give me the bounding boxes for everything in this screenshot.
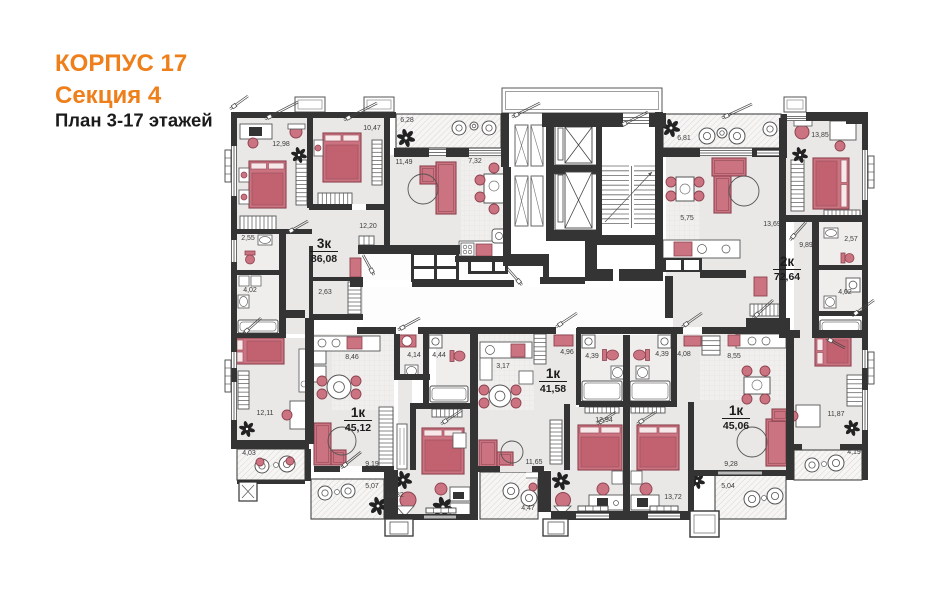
svg-text:9,28: 9,28	[724, 461, 738, 468]
svg-text:11,49: 11,49	[396, 159, 413, 166]
svg-text:13,82: 13,82	[386, 492, 404, 499]
svg-text:4,44: 4,44	[432, 352, 446, 359]
svg-text:12,20: 12,20	[359, 223, 377, 230]
svg-text:6,28: 6,28	[400, 117, 414, 124]
svg-text:4,02: 4,02	[243, 287, 257, 294]
svg-text:13,72: 13,72	[664, 494, 682, 501]
svg-text:5,07: 5,07	[365, 483, 379, 490]
svg-text:13,85: 13,85	[811, 132, 829, 139]
svg-text:10,47: 10,47	[363, 125, 381, 132]
svg-text:3к: 3к	[317, 236, 332, 251]
svg-text:11,87: 11,87	[828, 411, 845, 418]
svg-text:9,19: 9,19	[365, 461, 379, 468]
svg-text:3,17: 3,17	[496, 363, 510, 370]
svg-text:4,14: 4,14	[407, 352, 421, 359]
svg-text:12,94: 12,94	[595, 417, 613, 424]
svg-text:7,32: 7,32	[468, 158, 482, 165]
svg-text:13,69: 13,69	[763, 221, 781, 228]
svg-text:6,81: 6,81	[677, 135, 691, 142]
svg-text:4,96: 4,96	[560, 349, 574, 356]
svg-text:2,63: 2,63	[318, 289, 332, 296]
svg-text:2,57: 2,57	[844, 236, 858, 243]
svg-text:1к: 1к	[729, 403, 744, 418]
svg-text:4,02: 4,02	[838, 289, 852, 296]
svg-text:8,55: 8,55	[727, 353, 741, 360]
svg-text:5,04: 5,04	[721, 483, 735, 490]
svg-text:План 3-17 этажей: План 3-17 этажей	[55, 110, 213, 131]
svg-text:12,98: 12,98	[272, 141, 290, 148]
svg-text:1к: 1к	[351, 405, 366, 420]
svg-text:11,65: 11,65	[526, 459, 543, 466]
svg-text:4,19: 4,19	[847, 449, 861, 456]
svg-text:4,39: 4,39	[655, 351, 669, 358]
svg-text:Секция 4: Секция 4	[55, 82, 162, 109]
svg-text:2,55: 2,55	[241, 235, 255, 242]
svg-text:86,08: 86,08	[311, 253, 337, 265]
svg-text:9,89: 9,89	[799, 242, 813, 249]
svg-text:45,06: 45,06	[723, 420, 749, 432]
svg-text:КОРПУС 17: КОРПУС 17	[55, 50, 187, 77]
svg-text:12,11: 12,11	[257, 410, 274, 417]
svg-text:5,75: 5,75	[680, 215, 694, 222]
svg-text:8,46: 8,46	[345, 354, 359, 361]
svg-text:4,08: 4,08	[677, 351, 691, 358]
svg-text:2к: 2к	[780, 254, 795, 269]
svg-text:4,39: 4,39	[585, 353, 599, 360]
svg-text:4,47: 4,47	[521, 505, 535, 512]
svg-text:1к: 1к	[546, 366, 561, 381]
svg-text:72,64: 72,64	[774, 271, 800, 283]
svg-text:4,03: 4,03	[242, 450, 256, 457]
svg-text:41,58: 41,58	[540, 383, 566, 395]
svg-text:45,12: 45,12	[345, 422, 371, 434]
